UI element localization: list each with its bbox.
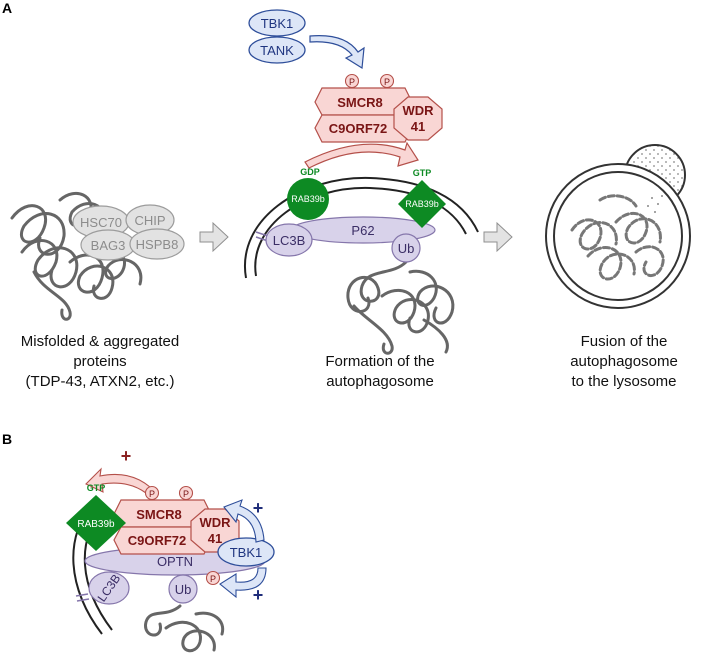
positive-feedback-arrow-blue-lower [219,567,267,599]
smcr8-c9orf72-wdr41-complex-b: SMCR8 C9ORF72 WDR 41 [113,499,240,555]
svg-text:41: 41 [208,531,222,546]
svg-text:P: P [183,489,189,499]
step-arrow-1 [199,221,229,253]
gtp-label-b: GTP [87,483,106,493]
ub-label: Ub [398,241,415,256]
phosphorylation-arrow [309,34,365,70]
ubiquitinated-aggregate-b [144,604,225,653]
lc3b-protein [265,223,313,257]
hspb8-protein [129,228,185,260]
svg-text:P: P [149,489,155,499]
rab39b-gdp-label: RAB39b [291,194,325,204]
svg-text:P: P [349,77,355,87]
bag3-label: BAG3 [91,238,126,253]
degrading-aggregate [570,194,665,281]
hsc70-label: HSC70 [80,215,122,230]
lc3b-anchor-b [75,593,90,602]
tbk1-tank-complex: TBK1 TANK [248,9,306,64]
ubiquitinated-aggregate [346,260,455,355]
rab39b-gdp-protein [287,178,329,220]
wdr41-label-line2: 41 [411,119,425,134]
hspb8-label: HSPB8 [136,237,179,252]
wdr41-protein [393,96,443,141]
autophagosome-outer [545,163,691,309]
rab39b-gtp-protein [398,180,446,228]
wdr41-label-line1: WDR [402,103,434,118]
gtp-label: GTP [413,168,432,178]
smcr8-c9orf72-wdr41-complex: SMCR8 C9ORF72 WDR 41 [314,87,443,143]
ubiquitin-protein [391,233,421,263]
tbk1-label: TBK1 [261,16,294,31]
lysosomal-leak-dots [647,195,663,213]
plus-sign-red: + [121,446,132,466]
rab39b-gtp-protein-b [66,495,126,551]
svg-text:P: P [384,77,390,87]
phosphate-group-b: P P [144,485,194,501]
caption-misfolded-proteins: Misfolded & aggregated proteins (TDP-43,… [20,333,180,390]
tbk1-protein-b [217,537,275,567]
chaperone-complex: HSC70 CHIP BAG3 HSPB8 [72,204,185,261]
rab39b-gtp-label: RAB39b [405,199,439,209]
gdp-gtp-exchange-arrow [304,141,419,169]
tbk1-protein [248,9,306,37]
svg-text:P: P [210,574,216,584]
panel-label-a: A [2,0,13,16]
panel-label-b: B [2,431,13,447]
lc3b-label: LC3B [273,233,306,248]
c9orf72-label: C9ORF72 [329,121,388,136]
smcr8-label: SMCR8 [337,95,383,110]
tank-protein [248,36,306,64]
p62-label: P62 [351,223,374,238]
phosphate-optn [205,570,221,586]
chip-label: CHIP [134,213,165,228]
ubiquitin-protein-b [168,574,198,604]
positive-feedback-arrow-blue-upper [223,499,265,543]
optn-label: OPTN [157,554,193,569]
caption-autophagosome-formation: Formation of the autophagosome [325,353,435,390]
svg-text:C9ORF72: C9ORF72 [128,533,187,548]
rab39b-gtp-label-b: RAB39b [77,519,115,530]
gdp-label: GDP [300,167,320,177]
lc3b-protein-b [88,571,130,605]
plus-sign-blue-upper: + [253,498,264,518]
autophagosome-inner [553,171,683,301]
tbk1-label-b: TBK1 [230,545,263,560]
svg-text:WDR: WDR [199,515,231,530]
tank-label: TANK [260,43,294,58]
autophagosome-outer-membrane [243,176,479,279]
step-arrow-2 [483,221,513,253]
positive-feedback-arrow-red [85,467,151,494]
autophagosome-inner-membrane [254,186,467,277]
phosphate-group: P P [344,73,395,89]
caption-lysosome-fusion: Fusion of the autophagosome to the lysos… [570,333,678,390]
svg-text:SMCR8: SMCR8 [136,507,182,522]
ub-label-b: Ub [175,582,192,597]
plus-sign-blue-lower: + [253,585,264,605]
